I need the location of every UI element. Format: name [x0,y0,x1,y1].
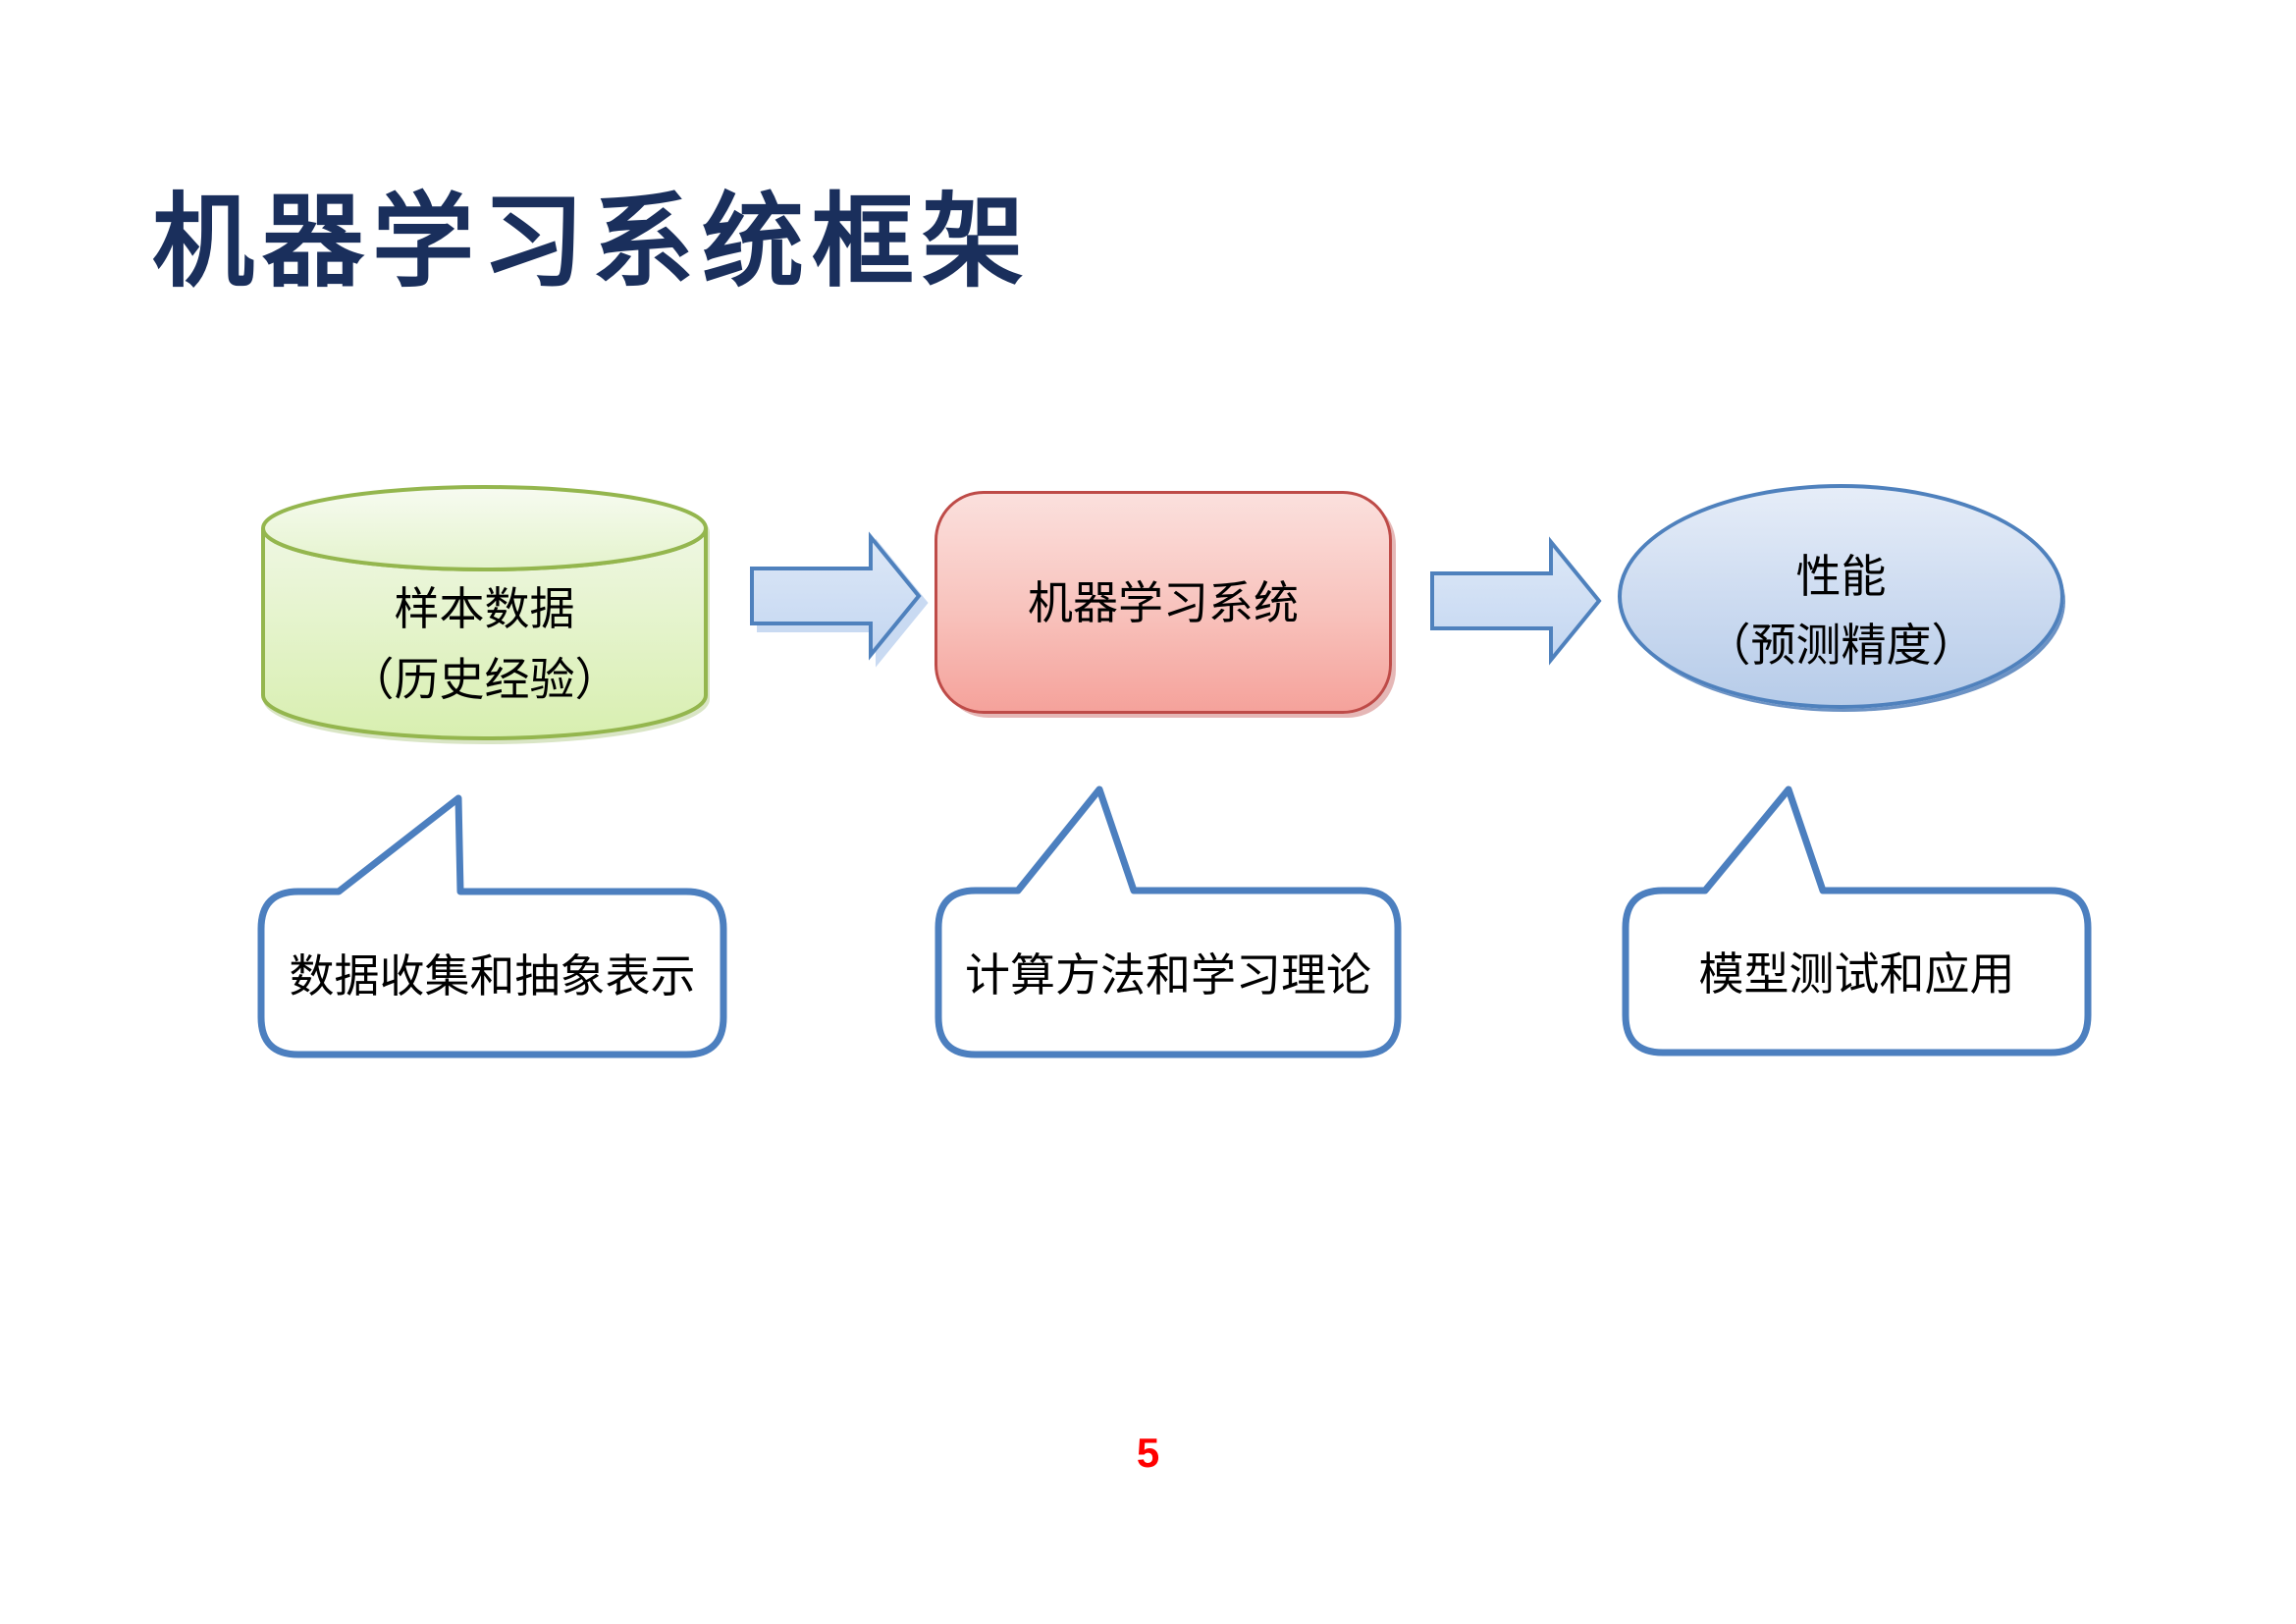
node-label-line: （预测精度） [1705,619,1977,671]
speech-bubble-icon [934,785,1402,1058]
node-ml-system-label: 机器学习系统 [937,494,1389,711]
callout-text: 模型测试和应用 [1698,948,2015,1000]
page-number: 5 [1136,1430,1160,1476]
node-performance-label: 性能 （预测精度） [1622,488,2060,705]
callout-text: 数据收集和抽象表示 [289,949,696,1001]
callout-model-testing: 模型测试和应用 [1622,785,2092,1056]
callout-text: 计算方法和学习理论 [965,949,1371,1001]
flow-arrow-right-icon [750,531,922,661]
slide-title: 机器学习系统框架 [152,186,1033,299]
callout-methods-theory: 计算方法和学习理论 [934,785,1402,1058]
node-performance: 性能 （预测精度） [1618,484,2064,709]
speech-bubble-icon [257,794,727,1058]
callout-data-collection: 数据收集和抽象表示 [257,794,727,1058]
cylinder-icon [261,485,708,740]
node-label-line: 性能 [1795,550,1887,602]
node-ml-system: 机器学习系统 [934,491,1392,714]
node-sample-data: 样本数据 （历史经验） [260,483,709,742]
node-label-line: 机器学习系统 [1028,576,1299,628]
flow-arrow-right-icon [1430,536,1602,666]
speech-bubble-icon [1622,785,2092,1056]
